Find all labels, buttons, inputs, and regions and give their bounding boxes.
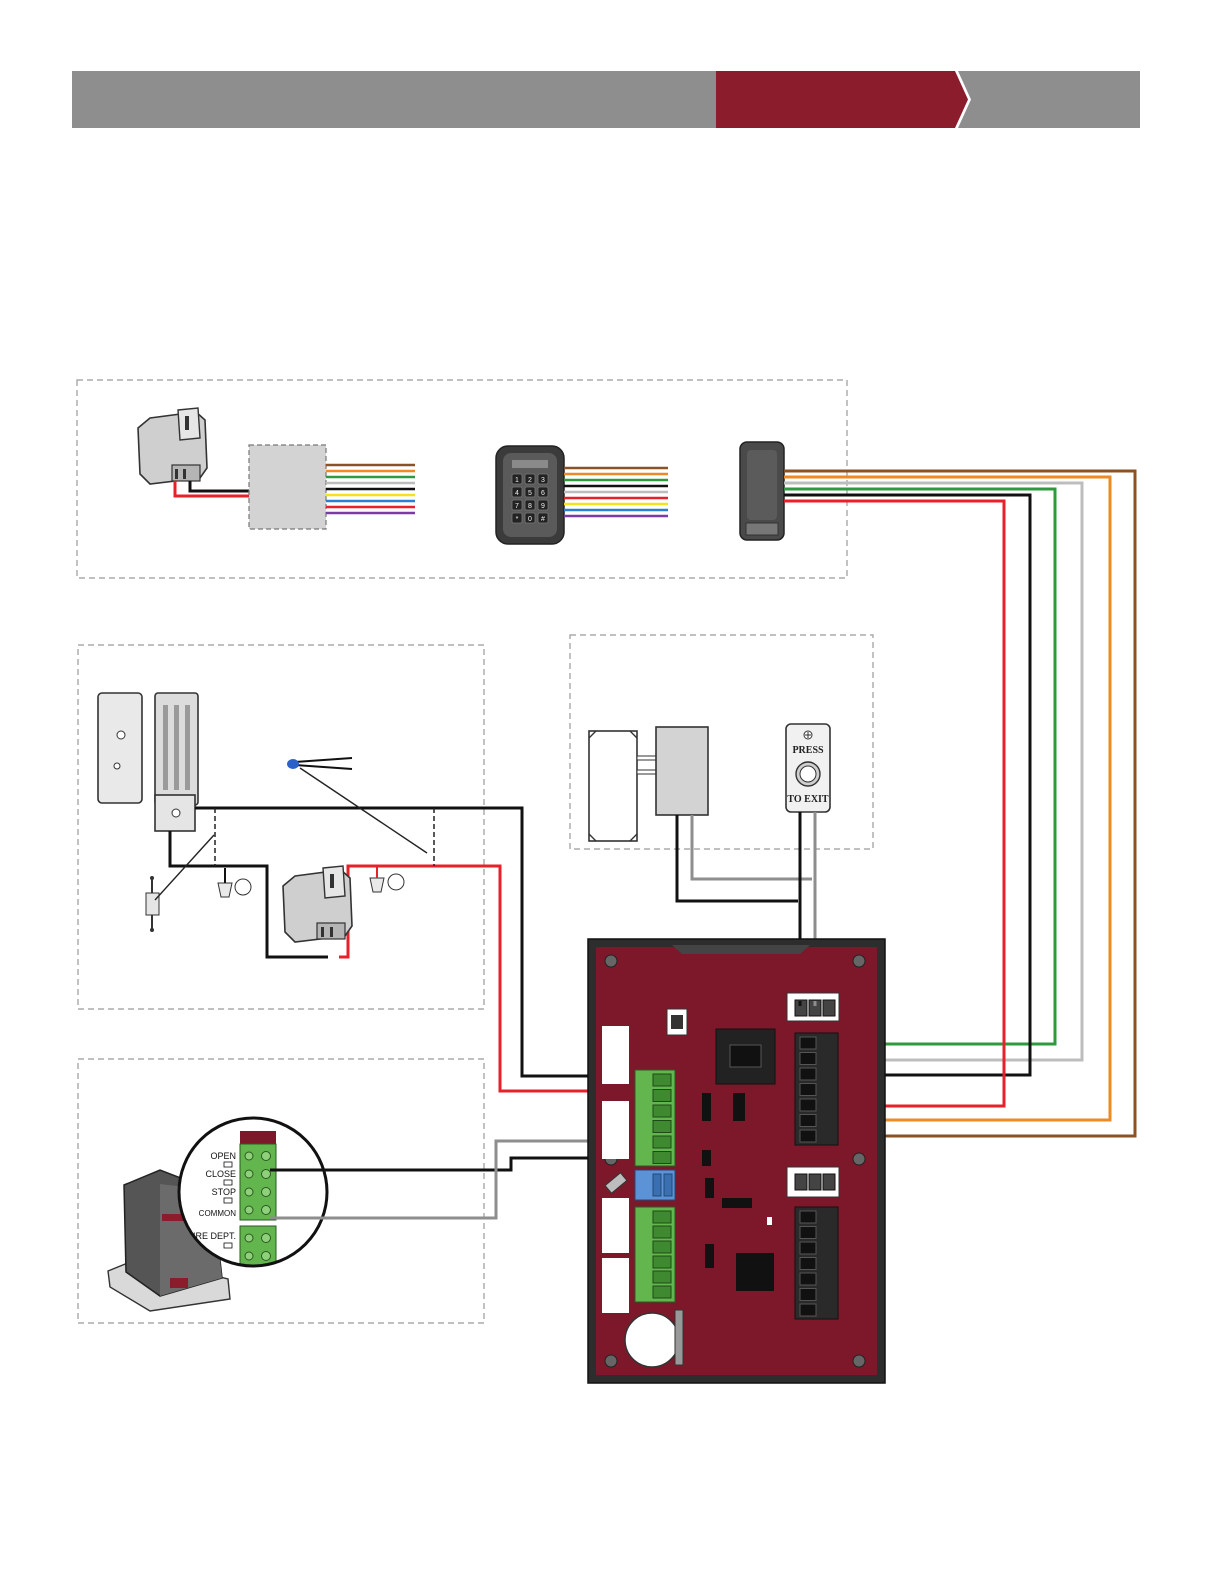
terminal-slot [664,1174,672,1196]
wire-nut-icon [218,879,251,897]
terminal-slot [800,1130,816,1142]
terminal-screw [262,1206,271,1215]
door-sensor-icon [146,835,214,932]
terminal-slot [800,1227,816,1239]
header-pin [795,1174,807,1190]
terminal-screw [262,1188,271,1197]
keypad-key-label: 7 [515,503,519,510]
banner-accent-arrow [716,71,968,128]
maglock-dashed-markers [215,808,434,866]
terminal-slot [653,1121,671,1133]
push-button-bottom-label: TO EXIT [787,794,829,805]
terminal-slot [653,1256,671,1268]
terminal-slot [653,1174,661,1196]
wire-black [190,481,249,491]
keypad-key-label: 1 [515,477,519,484]
keypad-key-label: 9 [541,503,545,510]
terminal-slot [653,1271,671,1283]
operator-terminal-label: STOP [212,1187,236,1197]
keypad-device: 1 2 3 4 5 6 7 8 9 * 0 # [496,446,564,544]
keypad-key-label: 8 [528,503,532,510]
keypad-key-label: 0 [528,516,532,523]
terminal-screw [245,1188,253,1196]
rex-sensor-box [656,727,708,815]
controller-board [588,939,885,1383]
push-to-exit-button: PRESS TO EXIT [786,724,830,812]
interface-wire-bundle [326,465,415,513]
push-button-top-label: PRESS [792,745,824,756]
terminal-screw [245,1234,253,1242]
reader-interface-box [249,445,326,529]
terminal-slot [800,1115,816,1127]
transformer-icon [138,408,207,484]
operator-terminal-label: COMMON [199,1209,237,1218]
terminal-slot [800,1084,816,1096]
terminal-slot [800,1068,816,1080]
terminal-screw [262,1234,271,1243]
banner-gray-right [958,71,1140,128]
terminal-slot [800,1242,816,1254]
terminal-slot [800,1037,816,1049]
transformer-icon [283,866,352,942]
terminal-slot [800,1258,816,1270]
keypad-key-label: 2 [528,477,532,484]
diode-icon [287,758,427,853]
terminal-slot [653,1136,671,1148]
header-banner [72,71,1140,128]
terminal-screw [245,1252,253,1260]
keypad-key-label: 4 [515,490,519,497]
wire-red [175,481,249,496]
maglock-body [155,693,198,831]
terminal-slot [653,1090,671,1102]
terminal-slot [800,1099,816,1111]
terminal-slot [653,1286,671,1298]
terminal-slot [653,1211,671,1223]
terminal-screw [245,1170,253,1178]
terminal-slot [653,1241,671,1253]
terminal-screw [262,1170,271,1179]
keypad-key-label: 6 [541,490,545,497]
keypad-wire-bundle [564,468,668,516]
terminal-slot [800,1304,816,1316]
terminal-screw [245,1206,253,1214]
terminal-slot [800,1273,816,1285]
terminal-slot [800,1053,816,1065]
operator-terminal-label: OPEN [210,1151,236,1161]
terminal-slot [653,1074,671,1086]
terminal-slot [653,1152,671,1164]
banner-gray-left [72,71,718,128]
terminal-screw [245,1152,253,1160]
terminal-screw [262,1252,271,1261]
maglock-wires [170,808,642,1091]
wire-nut-icon [370,874,404,892]
header-pin [823,1174,835,1190]
keypad-key-label: * [516,516,519,523]
keypad-key-label: 5 [528,490,532,497]
header-pin [823,1000,835,1016]
keypad-key-label: 3 [541,477,545,484]
motion-sensor-frame [589,731,657,841]
terminal-slot [653,1226,671,1238]
terminal-slot [653,1105,671,1117]
terminal-screw [262,1152,271,1161]
header-pin [809,1174,821,1190]
operator-terminal-label: CLOSE [205,1169,236,1179]
prox-reader-device [740,442,784,540]
keypad-key-label: # [541,516,545,523]
terminal-slot [800,1211,816,1223]
maglock-armature-plate [98,693,142,803]
terminal-slot [800,1289,816,1301]
backup-battery [625,1313,679,1367]
